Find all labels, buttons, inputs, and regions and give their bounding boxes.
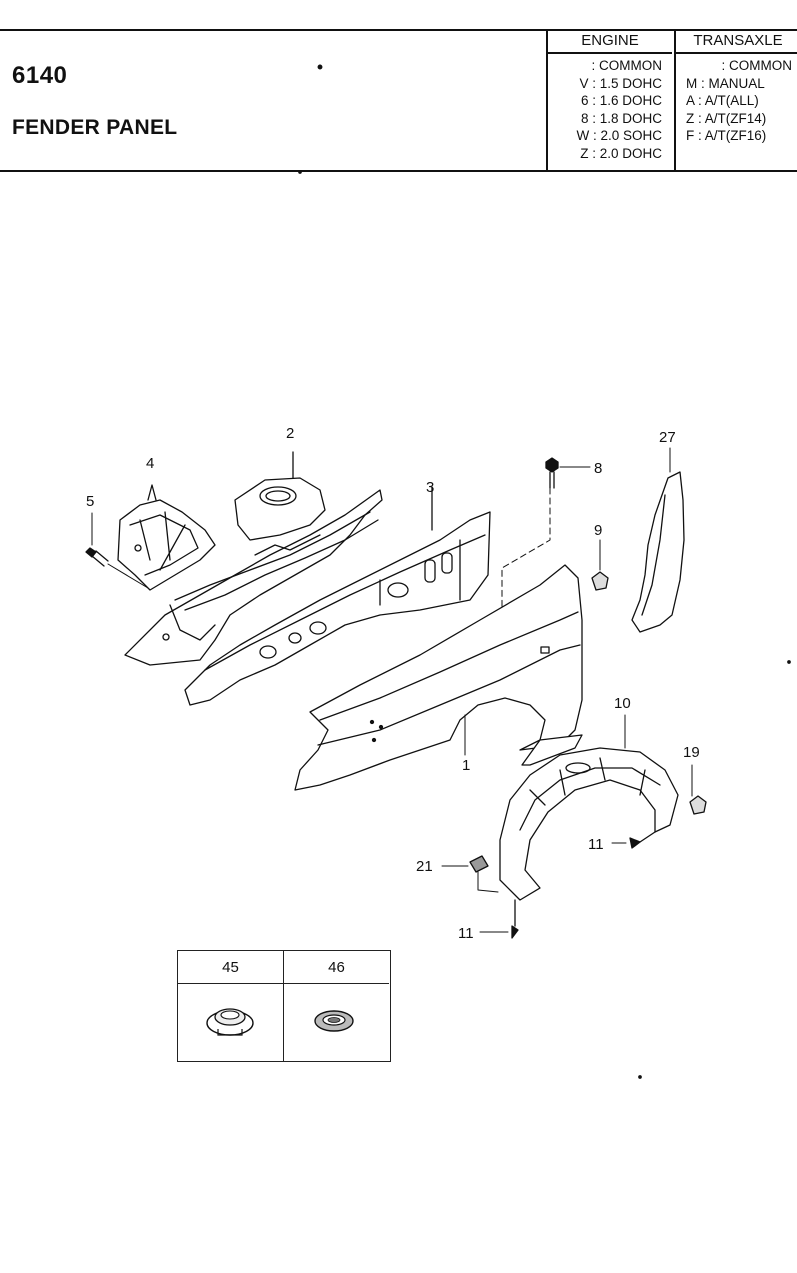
bolt-part-8 (545, 457, 591, 489)
callout-21: 21 (416, 858, 433, 875)
engine-row: 6 : 1.6 DOHC (580, 93, 662, 108)
transaxle-header: TRANSAXLE (676, 30, 797, 54)
transaxle-row: : COMMON (721, 58, 793, 73)
callout-27: 27 (659, 429, 676, 446)
speck (638, 1075, 642, 1079)
header-top-rule (0, 29, 797, 31)
apron-part-3 (184, 486, 491, 706)
engine-row: V : 1.5 DOHC (579, 75, 662, 91)
grommet-inset-table: 45 46 (177, 950, 391, 1062)
bolt-part-5 (85, 512, 149, 589)
callout-11-lower: 11 (458, 925, 474, 942)
callout-5: 5 (86, 493, 95, 510)
engine-row: Z : 2.0 DOHC (580, 145, 662, 161)
callout-11-upper: 11 (588, 836, 604, 853)
seal-part-27 (631, 447, 685, 633)
front-rail-part-2 (124, 451, 383, 666)
callout-2: 2 (286, 425, 295, 442)
callout-4: 4 (146, 455, 155, 472)
bracket-part-4 (117, 484, 216, 591)
fender-panel-part-1 (294, 564, 583, 791)
part-group-name: FENDER PANEL (12, 116, 178, 139)
grommet-45-drawing (206, 1008, 254, 1036)
engine-row: W : 2.0 SOHC (576, 128, 662, 143)
speck (317, 64, 323, 70)
callout-8: 8 (594, 460, 603, 477)
callout-3: 3 (426, 479, 435, 496)
clip-part-21 (441, 855, 499, 893)
screw-part-11-lower (479, 899, 519, 939)
part-group-code: 6140 (12, 62, 68, 89)
speck (787, 660, 791, 664)
inset-part-number: 46 (284, 951, 389, 984)
grommet-46-drawing (314, 1010, 354, 1032)
clip-part-19 (689, 764, 707, 815)
spec-table: ENGINE : COMMON V : 1.5 DOHC 6 : 1.6 DOH… (546, 30, 797, 170)
callout-1: 1 (462, 757, 471, 774)
inset-cell-46: 46 (284, 951, 389, 1061)
engine-row: 8 : 1.8 DOHC (580, 110, 662, 126)
transaxle-row: M : MANUAL (686, 75, 765, 91)
transaxle-row: A : A/T(ALL) (686, 93, 759, 108)
screw-part-11-upper (611, 831, 656, 849)
engine-row: : COMMON (591, 58, 663, 73)
callout-19: 19 (683, 744, 700, 761)
header-bottom-rule (0, 170, 797, 172)
callout-10: 10 (614, 695, 631, 712)
engine-column: ENGINE : COMMON V : 1.5 DOHC 6 : 1.6 DOH… (548, 30, 672, 170)
inset-part-number: 45 (178, 951, 283, 984)
transaxle-row: F : A/T(ZF16) (686, 128, 767, 143)
inset-cell-45: 45 (178, 951, 284, 1061)
speck (298, 170, 302, 174)
wheelhouse-liner-part-10 (499, 714, 679, 901)
transaxle-row: Z : A/T(ZF14) (686, 110, 767, 126)
callout-9: 9 (594, 522, 603, 539)
engine-header: ENGINE (548, 30, 672, 54)
clip-part-9 (591, 539, 609, 591)
transaxle-column: TRANSAXLE : COMMON M : MANUAL A : A/T(AL… (674, 30, 797, 170)
